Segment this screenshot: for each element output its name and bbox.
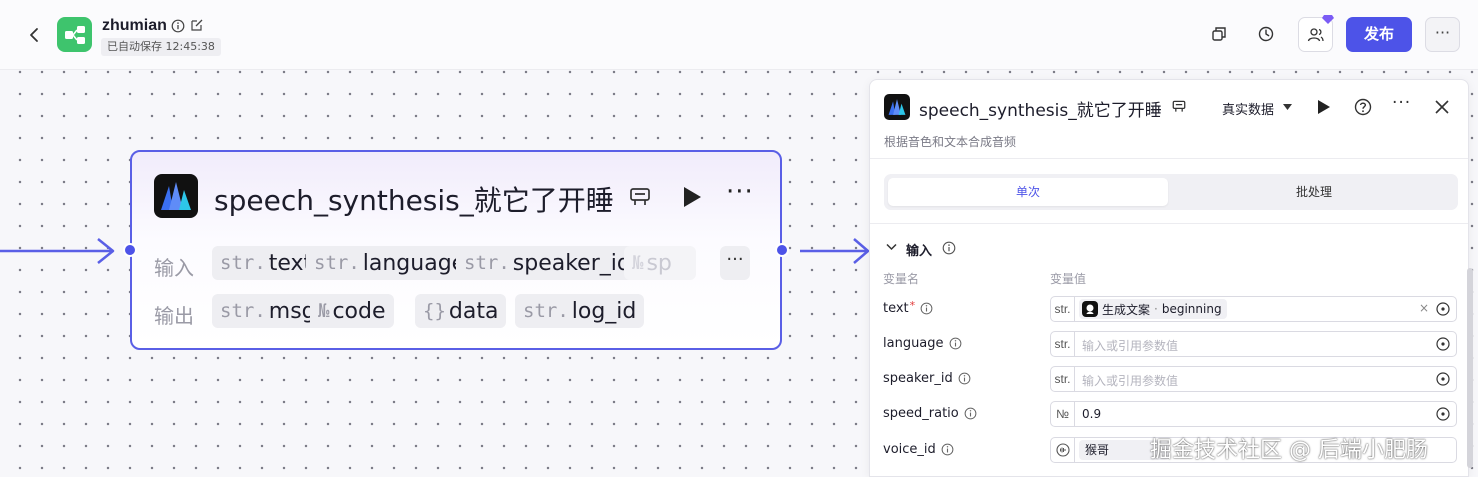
info-icon[interactable]: [949, 337, 962, 350]
caret-down-icon[interactable]: [1283, 104, 1292, 111]
outgoing-edge[interactable]: [790, 235, 872, 267]
panel-more-button[interactable]: ···: [1392, 93, 1412, 113]
edit-icon[interactable]: [190, 18, 204, 32]
app-name: zhumian: [102, 17, 167, 34]
history-icon[interactable]: [1257, 25, 1275, 43]
speed-ratio-value: 0.9: [1082, 407, 1102, 421]
node-config-panel: speech_synthesis_就它了开睡 真实数据 ··· 根据音色和文本合…: [869, 79, 1469, 477]
watermark: 掘金技术社区 @ 后端小肥肠: [1150, 438, 1428, 463]
clear-icon[interactable]: ×: [1418, 301, 1429, 315]
plugin-badge-icon: [1172, 100, 1186, 112]
input-port[interactable]: [123, 243, 137, 257]
reference-variable-icon[interactable]: [1436, 372, 1450, 386]
speaker-id-input[interactable]: str. 输入或引用参数值: [1050, 366, 1457, 392]
divider: [870, 158, 1468, 159]
type-badge: str.: [1051, 297, 1075, 321]
top-bar: zhumian 已自动保存 12:45:38 发布 ···: [0, 0, 1478, 70]
info-icon[interactable]: [964, 407, 977, 420]
voice-value-chip[interactable]: 猴哥: [1079, 440, 1169, 460]
llm-node-icon: [1082, 301, 1098, 317]
info-icon[interactable]: [941, 443, 954, 456]
plugin-logo-icon: [884, 94, 910, 120]
voice-id-select[interactable]: 猴哥: [1050, 437, 1457, 463]
info-icon[interactable]: [958, 372, 971, 385]
panel-description: 根据音色和文本合成音频: [884, 135, 1017, 149]
language-placeholder: 输入或引用参数值: [1082, 339, 1179, 353]
output-chip-log-id: str.log_id: [515, 294, 645, 328]
play-icon[interactable]: [681, 185, 703, 209]
type-badge: str.: [1051, 367, 1075, 391]
input-section-title[interactable]: 输入: [906, 244, 933, 259]
reference-variable-icon[interactable]: [1436, 302, 1450, 316]
language-input[interactable]: str. 输入或引用参数值: [1050, 331, 1457, 357]
node-more-button[interactable]: ···: [726, 177, 754, 207]
speech-synthesis-node[interactable]: speech_synthesis_就它了开睡 ··· 输入 str.text s…: [130, 150, 782, 350]
variable-reference-chip[interactable]: 生成文案·beginning: [1079, 299, 1227, 319]
output-row-label: 输出: [154, 304, 194, 328]
workflow-logo-icon: [57, 17, 92, 52]
field-label-voice-id: voice_id: [883, 442, 954, 457]
run-mode-tabs: 单次 批处理: [884, 174, 1458, 210]
column-header-value: 变量值: [1050, 272, 1087, 286]
type-badge: №: [1051, 402, 1075, 426]
publish-button[interactable]: 发布: [1346, 17, 1412, 52]
input-chip-language: str.language: [306, 246, 474, 280]
speaker-id-placeholder: 输入或引用参数值: [1082, 374, 1179, 388]
voice-icon: [1051, 438, 1075, 462]
column-header-name: 变量名: [883, 272, 920, 286]
incoming-edge[interactable]: [0, 235, 120, 267]
output-port[interactable]: [775, 243, 789, 257]
reference-variable-icon[interactable]: [1436, 407, 1450, 421]
users-icon: [1307, 27, 1324, 41]
info-icon[interactable]: [920, 302, 933, 315]
input-row-label: 输入: [154, 256, 194, 280]
plugin-logo-icon: [154, 174, 198, 218]
output-chip-msg: str.msg: [212, 294, 324, 328]
type-badge: str.: [1051, 332, 1075, 356]
field-label-speaker-id: speaker_id: [883, 371, 971, 386]
field-label-speed-ratio: speed_ratio: [883, 406, 977, 421]
reference-variable-icon[interactable]: [1436, 337, 1450, 351]
play-icon[interactable]: [1317, 99, 1331, 115]
divider: [870, 223, 1468, 224]
field-label-language: language: [883, 336, 962, 351]
copy-icon[interactable]: [1210, 25, 1228, 43]
tab-single[interactable]: 单次: [888, 178, 1168, 206]
info-icon[interactable]: [171, 19, 185, 33]
info-icon[interactable]: [942, 241, 956, 255]
panel-title: speech_synthesis_就它了开睡: [919, 101, 1162, 121]
diamond-badge-icon: [1322, 15, 1334, 24]
tab-batch[interactable]: 批处理: [1295, 185, 1332, 199]
plugin-badge-icon: [630, 188, 650, 205]
text-input[interactable]: str. 生成文案·beginning ×: [1050, 296, 1457, 322]
help-icon[interactable]: [1354, 98, 1372, 116]
more-options-button[interactable]: ···: [1425, 17, 1460, 52]
back-arrow-icon[interactable]: [24, 24, 44, 46]
more-inputs-button[interactable]: ···: [720, 246, 750, 280]
data-source-dropdown[interactable]: 真实数据: [1222, 103, 1275, 118]
speed-ratio-input[interactable]: № 0.9: [1050, 401, 1457, 427]
output-chip-data: {}data: [415, 294, 507, 328]
node-title: speech_synthesis_就它了开睡: [214, 184, 614, 217]
input-chip-text: str.text: [212, 246, 321, 280]
input-chip-speaker-id: str.speaker_id: [456, 246, 639, 280]
close-icon[interactable]: [1435, 100, 1449, 114]
field-label-text: text*: [883, 299, 933, 316]
autosave-status: 已自动保存 12:45:38: [101, 38, 221, 56]
chevron-down-icon[interactable]: [886, 243, 897, 251]
panel-scrollbar[interactable]: [1467, 268, 1473, 468]
